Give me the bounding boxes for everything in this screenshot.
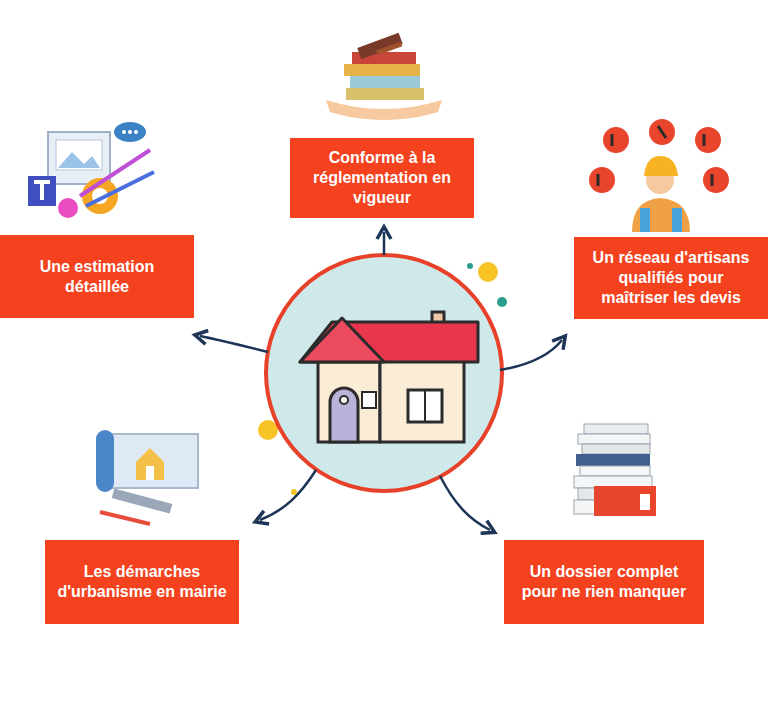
- decor-dot: [478, 262, 498, 282]
- feature-box: Un réseau d'artisans qualifiés pour maît…: [574, 237, 768, 319]
- box-label: Un réseau d'artisans qualifiés pour maît…: [584, 248, 758, 308]
- arrow: [200, 336, 268, 352]
- arrow: [383, 232, 386, 255]
- arrow: [260, 470, 316, 520]
- box-label: Les démarches d'urbanisme en mairie: [55, 562, 229, 602]
- blueprint-icon: [96, 430, 198, 524]
- decor-dot: [497, 297, 507, 307]
- feature-box: Un dossier complet pour ne rien manquer: [504, 540, 704, 624]
- feature-box: Conforme à la réglementation en vigueur: [290, 138, 474, 218]
- feature-box: Les démarches d'urbanisme en mairie: [45, 540, 239, 624]
- box-label: Une estimation détaillée: [10, 257, 184, 297]
- box-label: Un dossier complet pour ne rien manquer: [514, 562, 694, 602]
- box-label: Conforme à la réglementation en vigueur: [300, 148, 464, 208]
- decor-dot: [291, 489, 297, 495]
- law-books-icon: [326, 33, 442, 120]
- arrows: [200, 232, 562, 530]
- artisan-icon: [589, 119, 729, 232]
- center-circle: [266, 255, 502, 491]
- decor-dot: [467, 263, 473, 269]
- house-icon: [300, 312, 478, 442]
- estimate-icon: [28, 122, 154, 218]
- files-icon: [574, 424, 656, 516]
- arrow: [500, 340, 562, 370]
- feature-box: Une estimation détaillée: [0, 235, 194, 318]
- arrow: [440, 476, 490, 530]
